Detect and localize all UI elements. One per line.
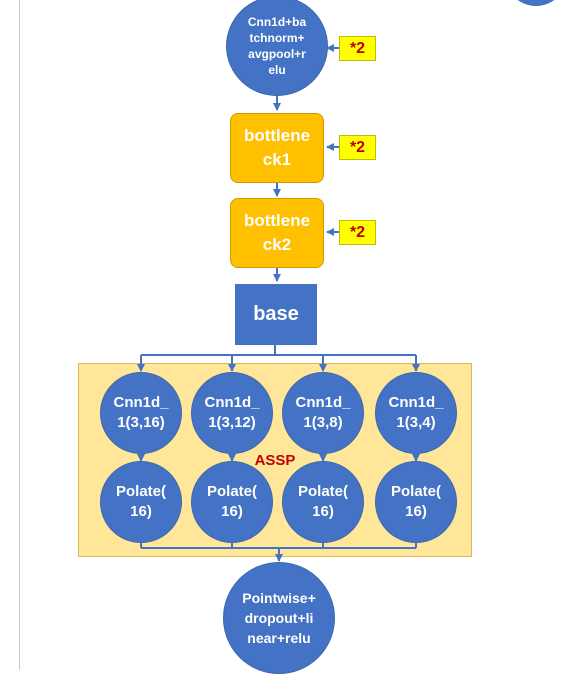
repeat-tag-stem: *2 [339,36,376,61]
node-stem-conv: Cnn1d+ba tchnorm+ avgpool+r elu [226,0,328,96]
branch2-conv-label: Cnn1d_ 1(3,12) [204,394,260,431]
branch3-polate-label: Polate( 16) [297,483,348,520]
branch3-conv-label: Cnn1d_ 1(3,8) [295,394,351,431]
node-branch4-polate: Polate( 16) [375,461,457,543]
node-branch3-conv: Cnn1d_ 1(3,8) [282,372,364,454]
branch2-polate-label: Polate( 16) [206,483,257,520]
node-branch1-conv: Cnn1d_ 1(3,16) [100,372,182,454]
node-branch1-polate: Polate( 16) [100,461,182,543]
branch4-polate-label: Polate( 16) [390,483,441,520]
branch1-polate-label: Polate( 16) [115,483,166,520]
node-base-label: base [253,303,299,325]
partial-node-circle [505,0,564,6]
node-branch2-polate: Polate( 16) [191,461,273,543]
branch4-conv-label: Cnn1d_ 1(3,4) [388,394,444,431]
node-bottleneck2: bottlene ck2 [230,198,324,268]
node-bottleneck1-label: bottlene ck1 [243,126,311,169]
node-stem-label: Cnn1d+ba tchnorm+ avgpool+r elu [247,15,307,77]
node-head: Pointwise+ dropout+li near+relu [223,562,335,674]
branch1-conv-label: Cnn1d_ 1(3,16) [113,394,169,431]
node-bottleneck1: bottlene ck1 [230,113,324,183]
node-head-label: Pointwise+ dropout+li near+relu [242,590,316,646]
repeat-tag-bottleneck2: *2 [339,220,376,245]
node-bottleneck2-label: bottlene ck2 [243,211,311,254]
node-branch2-conv: Cnn1d_ 1(3,12) [191,372,273,454]
repeat-tag-bottleneck1: *2 [339,135,376,160]
node-base: base [235,284,317,345]
node-branch3-polate: Polate( 16) [282,461,364,543]
assp-group-label: ASSP [254,452,296,469]
node-branch4-conv: Cnn1d_ 1(3,4) [375,372,457,454]
page-margin-line [19,0,20,670]
